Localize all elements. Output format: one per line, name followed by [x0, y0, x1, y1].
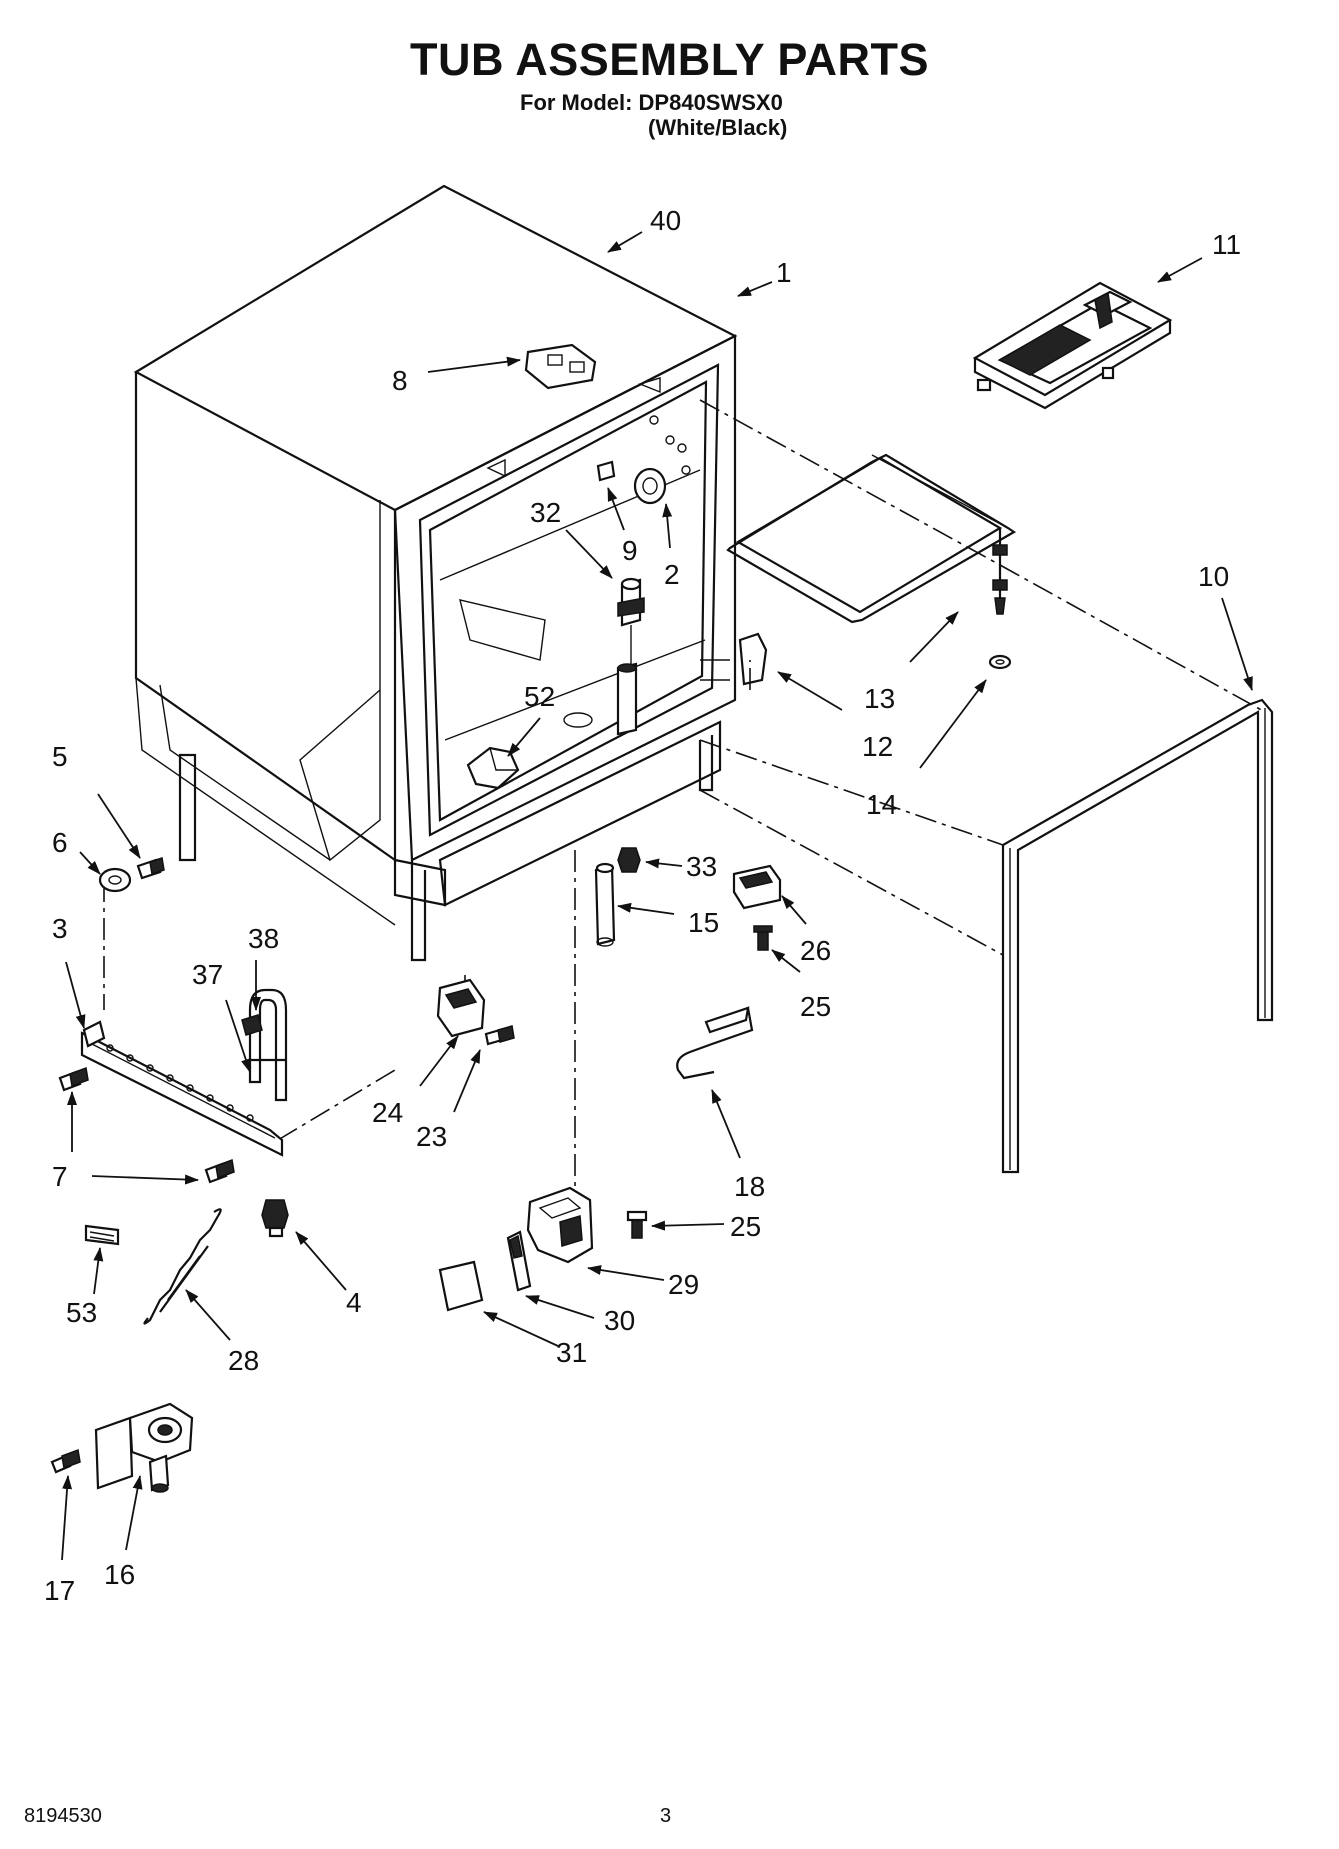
part-25-26-drawing	[732, 864, 782, 951]
part-13-drawing	[726, 453, 1017, 670]
part-23-24-drawing	[436, 978, 515, 1046]
callout-33: 33	[686, 851, 717, 882]
callout-14: 14	[866, 789, 897, 820]
part-37-38-drawing	[241, 988, 288, 1102]
callout-11: 11	[1212, 229, 1241, 260]
part-15-33-drawing	[594, 847, 641, 947]
callout-23: 23	[416, 1121, 447, 1152]
callout-31: 31	[556, 1337, 587, 1368]
callout-26: 26	[800, 935, 831, 966]
part-29-30-31-drawing	[438, 1186, 648, 1312]
page-title: TUB ASSEMBLY PARTS	[409, 34, 930, 85]
callout-53: 53	[66, 1297, 97, 1328]
part-3-drawing	[80, 1020, 284, 1157]
callout-8: 8	[392, 365, 408, 396]
part-4-drawing	[261, 1199, 289, 1238]
model-number: For Model: DP840SWSX0	[520, 90, 783, 115]
callout-6: 6	[52, 827, 68, 858]
callout-arrows	[61, 231, 1253, 1561]
part-18-drawing	[676, 1006, 754, 1080]
callout-52: 52	[524, 681, 555, 712]
part-10-drawing	[1001, 698, 1274, 1174]
callout-15: 15	[688, 907, 719, 938]
part-53-drawing	[84, 1224, 120, 1246]
callout-18: 18	[734, 1171, 765, 1202]
callout-40: 40	[650, 205, 681, 236]
callout-4: 4	[346, 1287, 362, 1318]
callout-17: 17	[44, 1575, 75, 1606]
callout-labels: 40 1 11 8 32 9 2 10 13 12 14 52 5 6 3 38…	[44, 205, 1241, 1606]
model-color-variant: (White/Black)	[648, 115, 788, 140]
callout-13: 13	[864, 683, 895, 714]
document-number: 8194530	[24, 1805, 102, 1827]
callout-10: 10	[1198, 561, 1229, 592]
callout-3: 3	[52, 913, 68, 944]
callout-2: 2	[664, 559, 680, 590]
callout-25-lower: 25	[730, 1211, 761, 1242]
callout-28: 28	[228, 1345, 259, 1376]
callout-29: 29	[668, 1269, 699, 1300]
callout-24: 24	[372, 1097, 403, 1128]
callout-9: 9	[622, 535, 638, 566]
tub-assembly-drawing	[133, 184, 768, 962]
callout-32: 32	[530, 497, 561, 528]
page-number: 3	[660, 1805, 672, 1827]
callout-5: 5	[52, 741, 68, 772]
callout-1: 1	[776, 257, 792, 288]
part-5-6-drawing	[98, 857, 165, 893]
callout-16: 16	[104, 1559, 135, 1590]
callout-25-upper: 25	[800, 991, 831, 1022]
part-16-17-drawing	[50, 1402, 194, 1493]
callout-37: 37	[192, 959, 223, 990]
part-7-drawing	[58, 1066, 235, 1184]
callout-38: 38	[248, 923, 279, 954]
alignment-lines	[103, 399, 1266, 1210]
part-11-drawing	[972, 281, 1173, 410]
callout-30: 30	[604, 1305, 635, 1336]
callout-12: 12	[862, 731, 893, 762]
part-28-drawing	[143, 1208, 222, 1325]
callout-7-left: 7	[52, 1161, 68, 1192]
